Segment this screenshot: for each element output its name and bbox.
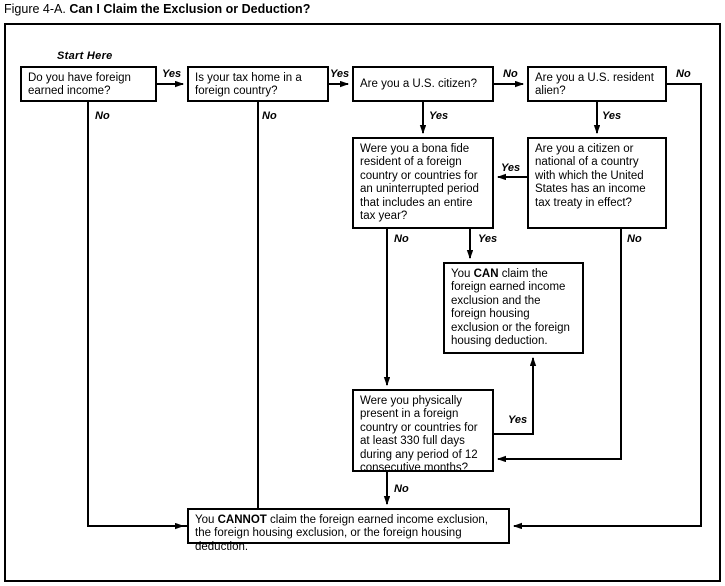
question-us-resident-alien[interactable]: Are you a U.S. resident alien? — [527, 66, 667, 102]
result-text-suffix: claim the foreign earned income exclusio… — [195, 514, 488, 553]
start-here-label: Start Here — [57, 50, 113, 62]
edge-label-q3-yes: Yes — [429, 110, 449, 122]
edge-label-q2-no: No — [262, 110, 277, 122]
question-bona-fide-resident[interactable]: Were you a bona fide resident of a forei… — [352, 137, 494, 229]
question-treaty-country-national[interactable]: Are you a citizen or national of a count… — [527, 137, 667, 229]
node-text: Do you have foreign earned income? — [28, 72, 131, 98]
edge-label-q5-yes: Yes — [478, 233, 498, 245]
result-text-prefix: You — [195, 514, 218, 526]
node-text: Were you physically present in a foreign… — [360, 395, 478, 475]
question-us-citizen[interactable]: Are you a U.S. citizen? — [352, 66, 494, 102]
flowchart-frame — [4, 23, 721, 582]
result-emphasis-can: CAN — [473, 268, 499, 280]
edge-label-q1-yes: Yes — [162, 68, 182, 80]
figure-number: Figure 4-A. — [4, 2, 66, 16]
figure-title: Can I Claim the Exclusion or Deduction? — [69, 2, 311, 16]
edge-label-q7-yes: Yes — [508, 414, 528, 426]
node-text: Are you a U.S. citizen? — [360, 77, 477, 90]
node-text: Are you a U.S. resident alien? — [535, 72, 654, 98]
result-cannot-claim[interactable]: You CANNOT claim the foreign earned inco… — [187, 508, 510, 553]
result-emphasis-cannot: CANNOT — [217, 514, 267, 526]
question-tax-home-foreign-country[interactable]: Is your tax home in a foreign country? — [187, 66, 329, 102]
edge-label-q7-no: No — [394, 483, 409, 495]
edge-label-q2-yes: Yes — [330, 68, 350, 80]
edge-label-q3-no: No — [503, 68, 518, 80]
figure-caption: Figure 4-A. Can I Claim the Exclusion or… — [4, 2, 310, 16]
edge-label-q1-no: No — [95, 110, 110, 122]
edge-label-q6-yes: Yes — [501, 162, 521, 174]
node-text: Were you a bona fide resident of a forei… — [360, 143, 479, 223]
edge-label-q6-no: No — [627, 233, 642, 245]
question-physical-presence-330-days[interactable]: Were you physically present in a foreign… — [352, 389, 494, 475]
node-text: Are you a citizen or national of a count… — [535, 143, 646, 209]
edge-label-q5-no: No — [394, 233, 409, 245]
question-foreign-earned-income[interactable]: Do you have foreign earned income? — [20, 66, 157, 102]
edge-label-q4-no: No — [676, 68, 691, 80]
node-text: Is your tax home in a foreign country? — [195, 72, 302, 98]
result-can-claim[interactable]: You CAN claim the foreign earned income … — [443, 262, 584, 354]
edge-label-q4-yes: Yes — [602, 110, 622, 122]
result-text-prefix: You — [451, 268, 474, 280]
result-text-suffix: claim the foreign earned income exclusio… — [451, 268, 570, 348]
